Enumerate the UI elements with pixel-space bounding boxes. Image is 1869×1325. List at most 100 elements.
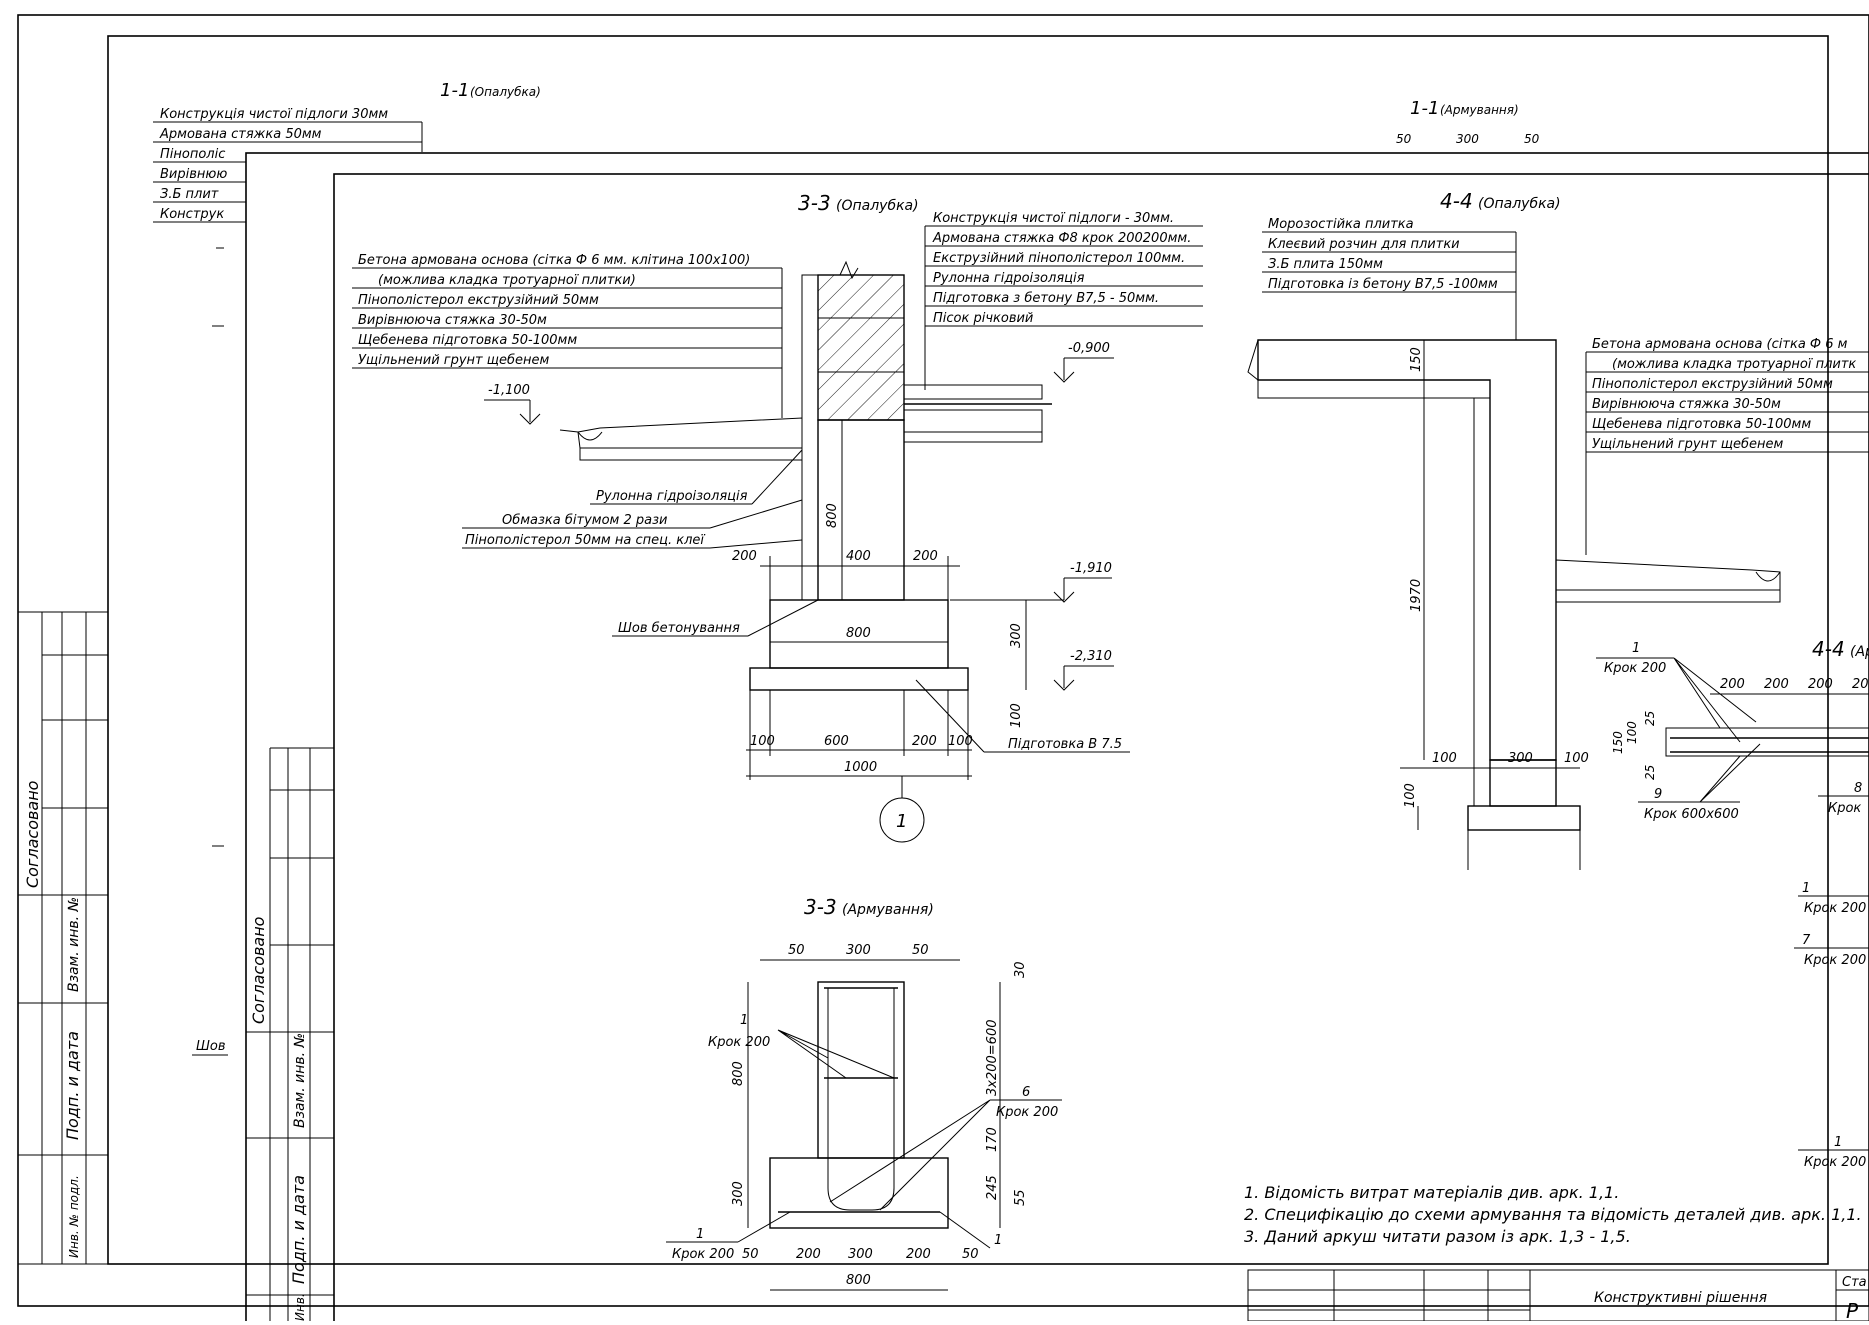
s33-reinf-step-1b: Крок 200 (672, 1247, 734, 1262)
s33-reinf-step-6: Крок 200 (996, 1105, 1058, 1120)
front-side-stamp: Согласовано Взам. инв. № Подп. и дата Ин… (246, 747, 334, 1321)
s33-right-layer-2: Армована стяжка Ф8 крок 200200мм. (932, 231, 1191, 246)
s44-right-layer-6: Ущільнений грунт щебенем (1592, 437, 1784, 452)
s33-right-layer-1: Конструкція чистої підлоги - 30мм. (933, 211, 1174, 226)
s33-dim-top-2: 400 (846, 549, 871, 564)
s33-reinf-dim-footing-h: 300 (731, 1181, 746, 1206)
s44-dimensions: 150 1970 100 300 100 100 (1400, 340, 1589, 830)
front-sheet: Согласовано Взам. инв. № Подп. и дата Ин… (245, 152, 1869, 1325)
s44-reinf-pos-8: 8 (1854, 781, 1862, 796)
s33-dim-top-3: 200 (913, 549, 938, 564)
s44-reinf-pos-1: 1 (1632, 641, 1640, 656)
s33-reinf-dim-top-2: 300 (846, 943, 871, 958)
s44-top-layer-3: З.Б плита 150мм (1268, 257, 1383, 272)
s33-left-layer-2: (можлива кладка тротуарної плитки) (378, 273, 636, 288)
s33-reinf-pos-6: 6 (1022, 1085, 1030, 1100)
s33-dim-total: 1000 (844, 760, 877, 775)
section-4-4-formwork: 4-4 (Опалубка) Морозостійка плитка Клеєв… (1247, 189, 1869, 870)
s33-dim-bottom-3: 200 (912, 734, 937, 749)
s44-right-layer-2: (можлива кладка тротуарної плитк (1612, 357, 1856, 372)
s33-left-layer-5: Щебенева підготовка 50-100мм (358, 333, 577, 348)
s44-reinf-sub: (Ар (1850, 644, 1869, 660)
s33-floor-prep (903, 431, 1043, 443)
s33-reinf-pos-1: 1 (740, 1013, 748, 1028)
note-2: 2. Специфікацію до схеми армування та ві… (1244, 1205, 1862, 1224)
s33-formwork-title: 3-3 (798, 191, 831, 215)
s33-level-footing-top: -1,910 (950, 561, 1112, 603)
title-block: Конструктивні рішення Ста Р (1247, 1269, 1869, 1323)
s33-gravel-layer (579, 447, 803, 461)
back-stamp-replace: Взам. инв. № (66, 897, 82, 992)
s44-reinf-dim-150: 150 (1611, 731, 1625, 754)
s44-dim-height: 1970 (1409, 579, 1424, 612)
s33-reinf-pos-1c: 1 (994, 1233, 1002, 1248)
s33-masonry-hatch (818, 275, 904, 420)
s33-insulation-strip (801, 274, 819, 601)
s44-dim-bottom-2: 300 (1508, 751, 1533, 766)
section-4-4-reinforcement: 4-4 (Ар 1 Крок 200 200 200 200 20 150 10… (1596, 637, 1869, 1170)
s33-left-layer-6: Ущільнений грунт щебенем (358, 353, 550, 368)
s33-outside-pavement (577, 417, 803, 449)
s33-left-layer-4: Вирівнююча стяжка 30-50м (358, 313, 547, 328)
s44-right-layer-5: Щебенева підготовка 50-100мм (1592, 417, 1811, 432)
back-formwork-sub: (Опалубка) (470, 85, 541, 99)
s33-dim-bottom-1: 100 (750, 734, 775, 749)
s33-dim-top-1: 200 (732, 549, 757, 564)
section-3-3-reinforcement: 3-3 (Армування) 50 300 50 30 800 300 3х2… (666, 895, 1062, 1291)
s33-reinf-footing (769, 1157, 949, 1229)
s33-level-footing-top-text: -1,910 (1070, 561, 1112, 576)
s33-right-layer-5: Підготовка з бетону В7,5 - 50мм. (933, 291, 1159, 306)
s44-reinf-step-8: Крок (1828, 801, 1861, 816)
front-sheet-outer-border (245, 152, 1869, 1325)
back-reinf-dim-2: 300 (1456, 132, 1479, 146)
s33-left-layer-legend: Бетона армована основа (сітка Ф 6 мм. кл… (352, 253, 783, 418)
s44-reinf-step-7: Крок 200 (1804, 953, 1866, 968)
s33-reinf-dim-bottom-1: 50 (742, 1247, 759, 1262)
s44-reinf-dim-3: 200 (1808, 677, 1833, 692)
front-stamp-replace: Взам. инв. № (292, 1033, 308, 1128)
s44-reinf-step-1: Крок 200 (1604, 661, 1666, 676)
s44-reinf-dim-25a: 25 (1643, 711, 1657, 726)
back-stamp-sign: Подп. и дата (63, 1031, 82, 1140)
s33-level-left-text: -1,100 (488, 383, 530, 398)
general-notes: 1. Відомість витрат матеріалів див. арк.… (1244, 1183, 1862, 1246)
s44-reinf-dim-25b: 25 (1643, 765, 1657, 780)
s44-gravel-layer (1555, 589, 1781, 603)
s33-seam-label: Шов бетонування (618, 621, 740, 636)
s44-top-layer-2: Клеєвий розчин для плитки (1268, 237, 1460, 252)
s44-dim-prep: 100 (1403, 783, 1418, 808)
s33-reinf-stirrup (827, 988, 895, 1211)
s33-axis-label: 1 (896, 811, 907, 832)
note-1: 1. Відомість витрат матеріалів див. арк.… (1244, 1183, 1619, 1202)
s33-prep-label: Підготовка В 7.5 (1008, 737, 1122, 752)
s33-right-layer-4: Рулонна гідроізоляція (933, 271, 1085, 286)
s44-slab-prep (1257, 379, 1491, 399)
s33-floor-insulation (903, 409, 1043, 433)
s44-reinf-dim-2: 200 (1764, 677, 1789, 692)
s44-reinf-pos-9: 9 (1654, 787, 1662, 802)
s44-reinf-step-1c: Крок 200 (1804, 1155, 1866, 1170)
s44-footing-prep (1467, 805, 1581, 831)
s44-reinf-step-1b: Крок 200 (1804, 901, 1866, 916)
s33-reinf-dim-30: 30 (1013, 961, 1028, 978)
front-sheet-inner-border (333, 173, 1869, 1325)
s33-note-waterproof: Рулонна гідроізоляція (596, 489, 748, 504)
s33-reinf-title: 3-3 (804, 895, 837, 919)
s33-note-bitumen: Обмазка бітумом 2 рази (502, 513, 667, 528)
s33-level-right-text: -0,900 (1068, 341, 1110, 356)
s33-reinf-dim-bottom-4: 200 (906, 1247, 931, 1262)
s33-reinf-dim-bottom-5: 50 (962, 1247, 979, 1262)
s33-reinf-wall (817, 981, 905, 1159)
s44-reinf-dim-100: 100 (1625, 721, 1639, 744)
s44-top-layer-4: Підготовка із бетону В7,5 -100мм (1268, 277, 1498, 292)
s33-level-left: -1,100 (484, 383, 541, 425)
back-side-stamp: Согласовано Взам. инв. № Подп. и дата Ин… (17, 611, 109, 1265)
back-layer-4: Вирівнюю (160, 167, 227, 182)
back-reinf-title: 1-1 (1410, 98, 1439, 119)
s33-level-footing-bottom: -2,310 (1053, 649, 1114, 691)
s44-right-layer-4: Вирівнююча стяжка 30-50м (1592, 397, 1781, 412)
s44-outside-pavement (1555, 559, 1781, 591)
s44-dim-bottom-3: 100 (1564, 751, 1589, 766)
s44-dim-slab: 150 (1409, 347, 1424, 372)
